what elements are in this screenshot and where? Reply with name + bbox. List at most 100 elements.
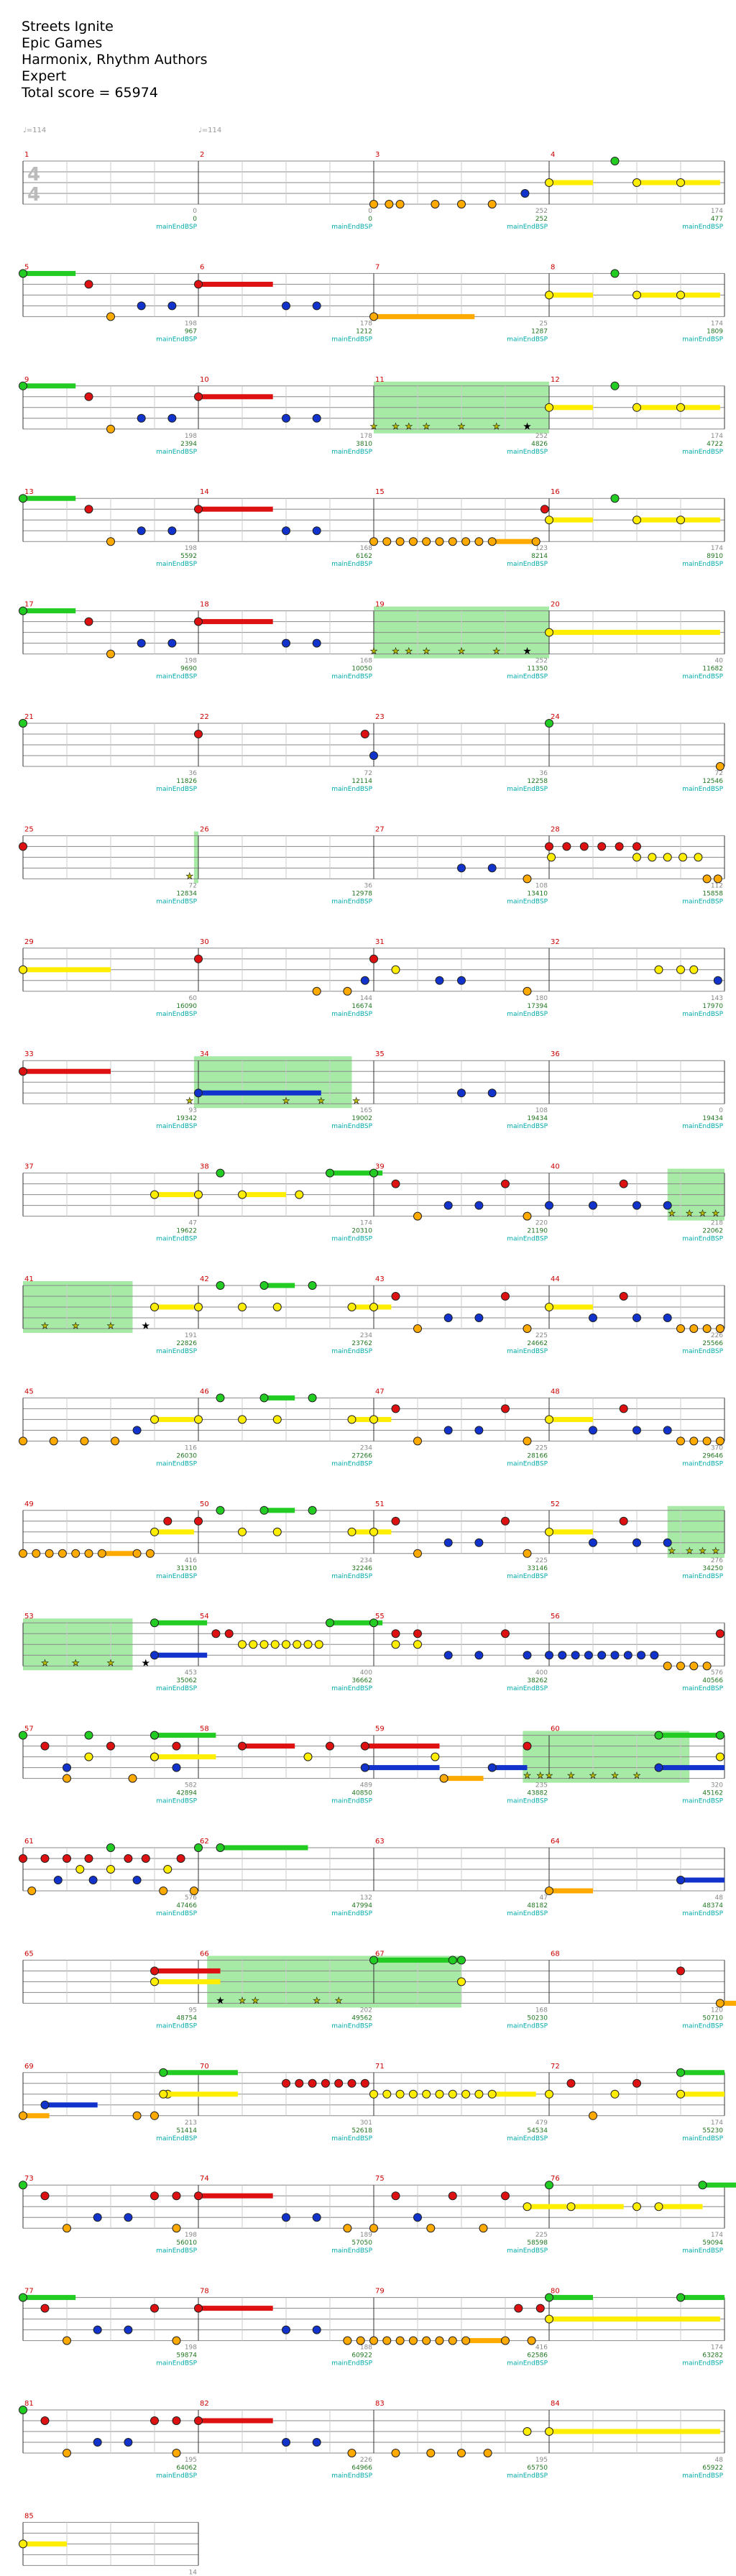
note-blue — [523, 1651, 532, 1660]
note-blue — [713, 976, 722, 985]
note-orange — [523, 1211, 532, 1221]
star-note-icon: ★ — [611, 1771, 619, 1781]
note-yellow — [545, 1303, 553, 1311]
note-red — [194, 617, 203, 626]
sustain-tail — [681, 180, 720, 185]
note-yellow — [694, 853, 703, 862]
note-red — [308, 2078, 317, 2088]
note-yellow — [238, 1527, 247, 1536]
note-green — [19, 606, 27, 615]
note-orange — [132, 1549, 142, 1558]
measure-tag: mainEndBSP — [331, 1910, 372, 1917]
note-green — [545, 2293, 553, 2302]
note-blue — [663, 1426, 672, 1435]
measure-tag: mainEndBSP — [156, 786, 197, 793]
note-red — [619, 1179, 628, 1188]
note-orange — [27, 1887, 37, 1895]
sustain-tail — [23, 495, 76, 501]
sustain-tail — [719, 2000, 736, 2006]
sustain-tail — [443, 1776, 484, 1782]
tempo-marker: ♩=114 — [198, 127, 221, 134]
note-orange — [413, 1436, 422, 1446]
note-orange — [527, 2336, 536, 2345]
sustain-tail — [264, 1395, 295, 1401]
note-orange — [523, 874, 532, 884]
star-note-icon: ★ — [668, 1546, 676, 1556]
note-red — [84, 505, 93, 514]
note-orange — [111, 1436, 120, 1446]
note-red — [632, 2078, 641, 2088]
note-blue — [132, 1426, 142, 1435]
note-yellow — [163, 1865, 172, 1874]
star-note-icon: ★ — [313, 1995, 321, 2005]
star-note-icon: ★ — [72, 1658, 80, 1668]
measure-tag: mainEndBSP — [331, 449, 372, 456]
sustain-tail — [155, 1652, 208, 1658]
measure-score: 50710 — [702, 2014, 723, 2022]
measure-ms: 72 — [364, 770, 372, 777]
measure-score: 58598 — [527, 2240, 548, 2247]
measure-ms: 174 — [711, 2232, 723, 2239]
measure-number: 55 — [375, 1613, 385, 1621]
measure-number: 84 — [551, 2400, 560, 2408]
note-green — [545, 719, 553, 728]
measure-tag: mainEndBSP — [682, 2472, 723, 2480]
note-blue — [93, 2325, 102, 2334]
measure-tag: mainEndBSP — [682, 336, 723, 343]
measure-score: 477 — [711, 216, 723, 223]
measure-number: 28 — [551, 825, 560, 833]
measure-tag: mainEndBSP — [507, 1798, 548, 1805]
measure-number: 7 — [375, 263, 380, 271]
note-red — [84, 1854, 93, 1863]
measure-ms: 168 — [360, 545, 372, 552]
sustain-tail — [658, 1765, 724, 1771]
sustain-tail — [681, 517, 720, 523]
measure-ms: 0 — [719, 1107, 723, 1114]
note-orange — [461, 537, 471, 546]
note-blue — [312, 2325, 321, 2334]
measure-number: 65 — [24, 1950, 34, 1958]
star-note-icon: ★ — [712, 1546, 719, 1556]
sustain-tail — [198, 506, 273, 512]
note-orange — [715, 1436, 724, 1446]
measure-tag: mainEndBSP — [682, 786, 723, 793]
note-red — [562, 842, 571, 851]
measure-ms: 198 — [185, 433, 197, 440]
measure-score: 65922 — [702, 2465, 723, 2472]
measure-tag: mainEndBSP — [331, 561, 372, 568]
note-blue — [589, 1314, 597, 1322]
sustain-tail — [330, 1170, 383, 1176]
measure-ms: 582 — [185, 1782, 197, 1789]
measure-ms: 225 — [535, 2232, 548, 2239]
measure-score: 25566 — [702, 1340, 723, 1347]
measure-ms: 400 — [535, 1669, 548, 1677]
measure-tag: mainEndBSP — [156, 1685, 197, 1692]
note-yellow — [194, 1190, 203, 1199]
measure-score: 34250 — [702, 1565, 723, 1572]
measure-score: 19434 — [527, 1115, 548, 1122]
note-orange — [479, 2224, 488, 2233]
note-red — [40, 2304, 50, 2313]
note-yellow — [238, 1640, 247, 1649]
note-blue — [632, 1426, 641, 1435]
note-orange — [523, 986, 532, 996]
measure-tag: mainEndBSP — [331, 2022, 372, 2030]
note-green — [308, 1393, 317, 1403]
measure-tag: mainEndBSP — [682, 2360, 723, 2368]
star-note-icon: ★ — [523, 1771, 531, 1781]
note-orange — [369, 2336, 378, 2345]
measure-number: 21 — [24, 713, 34, 721]
note-orange — [385, 200, 394, 208]
note-blue — [558, 1651, 567, 1660]
measure-score: 40566 — [702, 1677, 723, 1685]
sustain-tail — [549, 1416, 593, 1422]
sustain-tail — [681, 2295, 724, 2301]
measure-ms: 225 — [535, 1557, 548, 1564]
note-orange — [71, 1549, 80, 1558]
measure-tag: mainEndBSP — [156, 561, 197, 568]
measure-tag: mainEndBSP — [507, 2360, 548, 2368]
note-orange — [369, 537, 378, 546]
measure-tag: mainEndBSP — [507, 2022, 548, 2030]
note-yellow — [347, 1303, 356, 1311]
note-orange — [545, 1887, 553, 1895]
